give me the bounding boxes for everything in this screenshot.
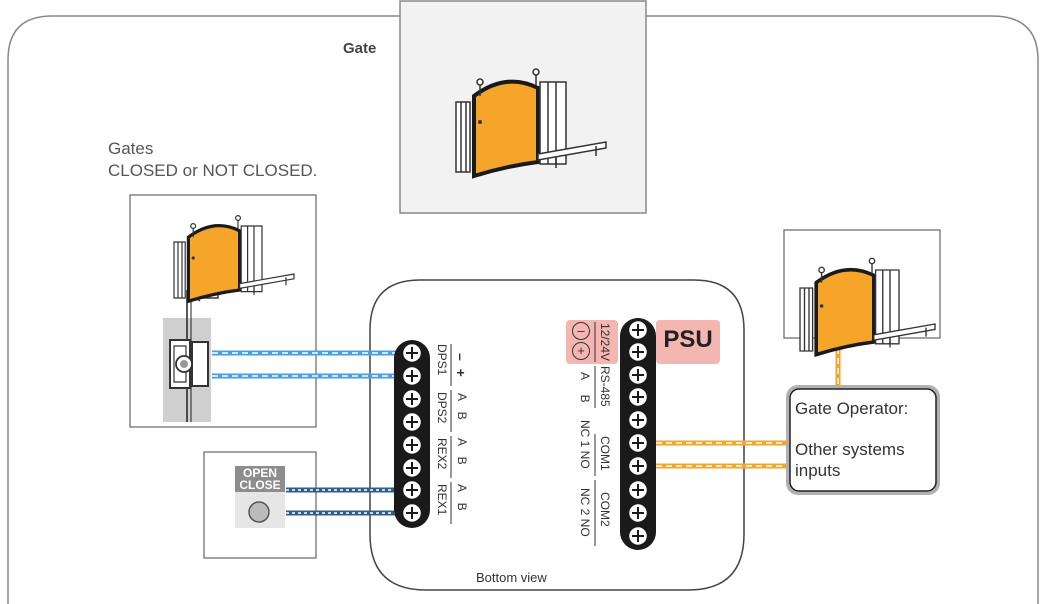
label-rex1: REX1 <box>435 484 449 516</box>
label-power: 12/24V <box>598 323 612 362</box>
door-sensor-icon <box>169 339 209 389</box>
operator-line2: Other systems <box>795 440 905 459</box>
power-plus-text: + <box>577 343 585 358</box>
button-label-open: OPEN <box>242 466 277 480</box>
gates-note: Gates CLOSED or NOT CLOSED. <box>108 138 317 182</box>
power-minus-text: – <box>577 323 585 338</box>
label-com1: COM1 <box>598 436 612 471</box>
label-rex2: REX2 <box>435 438 449 470</box>
label-rex1-pins: A B <box>455 484 469 515</box>
label-dps2-pins: A B <box>455 393 469 424</box>
label-rs485: RS-485 <box>598 366 612 407</box>
gates-note-line2: CLOSED or NOT CLOSED. <box>108 161 318 180</box>
operator-title: Gate Operator: <box>795 399 909 418</box>
right-terminal-strip <box>620 318 656 550</box>
controller-caption: Bottom view <box>476 570 547 585</box>
outer-frame <box>7 15 1039 604</box>
label-relay1-pins: NC 1 NO <box>578 420 592 469</box>
power-minus-symbol: – <box>572 322 590 340</box>
operator-line3: inputs <box>795 461 841 480</box>
button-label-close: CLOSE <box>239 478 281 492</box>
push-button-icon <box>248 501 270 523</box>
label-dps1: DPS1 <box>435 344 449 376</box>
gates-note-line1: Gates <box>108 139 154 158</box>
label-relay2-pins: NC 2 NO <box>578 488 592 537</box>
label-rs485-pins: A B <box>578 372 592 409</box>
operator-box-outer <box>786 385 940 495</box>
operator-text: Gate Operator: Other systems inputs <box>795 398 908 481</box>
dps-wires <box>212 350 400 379</box>
left-terminal-strip <box>394 340 430 528</box>
psu-badge: PSU <box>663 326 713 353</box>
power-plus-symbol: + <box>572 342 590 360</box>
psu-badge-bg <box>656 320 720 364</box>
label-dps1-pins: – + <box>453 353 469 379</box>
gate-title: Gate <box>343 40 377 57</box>
label-rex2-pins: A B <box>455 438 469 469</box>
label-dps2: DPS2 <box>435 392 449 424</box>
label-com2: COM2 <box>598 492 612 527</box>
rex-wires <box>286 487 400 516</box>
